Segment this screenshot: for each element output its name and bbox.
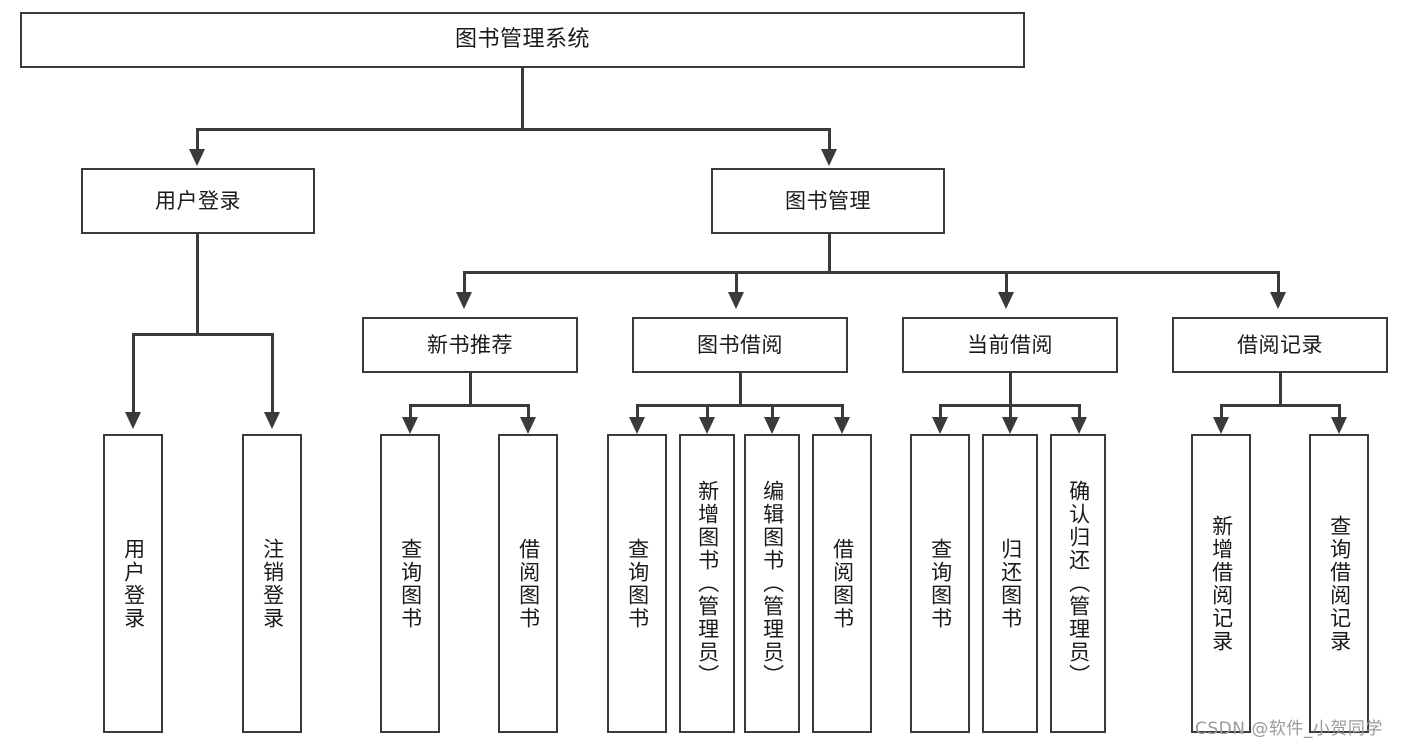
edge-drop-new-book	[463, 271, 466, 294]
arrow-nb-leaf-1	[402, 417, 418, 434]
edge-drop-bb-leaf-3	[771, 404, 774, 419]
edge-drop-borrow-record	[1277, 271, 1280, 294]
leaf-bb-edit-book-admin[interactable]: 编辑图书（管理员）	[744, 434, 800, 733]
edge-drop-leaf-logout	[271, 333, 274, 414]
node-root-book-management-system[interactable]: 图书管理系统	[20, 12, 1025, 68]
edge-bus-level3	[464, 271, 1279, 274]
arrow-current-borrow	[998, 292, 1014, 309]
arrow-cb-leaf-2	[1002, 417, 1018, 434]
edge-drop-nb-leaf-2	[527, 404, 530, 419]
leaf-br-add-record[interactable]: 新增借阅记录	[1191, 434, 1251, 733]
node-label: 新书推荐	[427, 332, 513, 357]
arrow-user-login	[189, 149, 205, 166]
leaf-label: 用户登录	[121, 537, 146, 630]
arrow-bb-leaf-4	[834, 417, 850, 434]
edge-book-management-stem	[828, 234, 831, 273]
leaf-bb-add-book-admin[interactable]: 新增图书（管理员）	[679, 434, 735, 733]
edge-current-borrow-stem	[1009, 373, 1012, 406]
edge-new-book-stem	[469, 373, 472, 406]
node-book-management[interactable]: 图书管理	[711, 168, 945, 234]
node-user-login[interactable]: 用户登录	[81, 168, 315, 234]
node-label: 用户登录	[155, 188, 241, 213]
leaf-bb-borrow-book[interactable]: 借阅图书	[812, 434, 872, 733]
node-borrow-record[interactable]: 借阅记录	[1172, 317, 1388, 373]
leaf-label: 查询图书	[625, 537, 650, 630]
edge-bus-level2	[197, 128, 831, 131]
leaf-label: 编辑图书（管理员）	[760, 480, 785, 687]
edge-drop-bb-leaf-4	[841, 404, 844, 419]
edge-drop-user-login	[196, 128, 199, 151]
leaf-label: 新增图书（管理员）	[695, 480, 720, 687]
edge-drop-bb-leaf-2	[706, 404, 709, 419]
edge-user-login-stem	[196, 234, 199, 335]
edge-bus-book-borrow-leaves	[637, 404, 843, 407]
node-label: 图书管理系统	[454, 27, 590, 53]
arrow-leaf-user-login	[125, 412, 141, 429]
leaf-label: 新增借阅记录	[1209, 514, 1234, 653]
leaf-br-query-record[interactable]: 查询借阅记录	[1309, 434, 1369, 733]
arrow-bb-leaf-2	[699, 417, 715, 434]
leaf-label: 注销登录	[260, 537, 285, 630]
edge-root-stem	[521, 68, 524, 129]
leaf-label: 借阅图书	[830, 537, 855, 630]
leaf-bb-query-book[interactable]: 查询图书	[607, 434, 667, 733]
arrow-br-leaf-1	[1213, 417, 1229, 434]
edge-drop-current-borrow	[1005, 271, 1008, 294]
arrow-borrow-record	[1270, 292, 1286, 309]
edge-book-borrow-stem	[739, 373, 742, 406]
edge-drop-book-management	[828, 128, 831, 151]
arrow-new-book	[456, 292, 472, 309]
arrow-nb-leaf-2	[520, 417, 536, 434]
edge-drop-cb-leaf-3	[1078, 404, 1081, 419]
node-new-book-recommend[interactable]: 新书推荐	[362, 317, 578, 373]
arrow-cb-leaf-3	[1071, 417, 1087, 434]
leaf-cb-confirm-return-admin[interactable]: 确认归还（管理员）	[1050, 434, 1106, 733]
edge-borrow-record-stem	[1279, 373, 1282, 406]
arrow-bb-leaf-3	[764, 417, 780, 434]
leaf-label: 查询图书	[928, 537, 953, 630]
node-label: 借阅记录	[1237, 332, 1323, 357]
leaf-label: 查询借阅记录	[1327, 514, 1352, 653]
edge-drop-bb-leaf-1	[636, 404, 639, 419]
leaf-label: 归还图书	[998, 537, 1023, 630]
node-label: 当前借阅	[967, 332, 1053, 357]
watermark-text: CSDN @软件_小贺同学	[1195, 719, 1383, 739]
arrow-bb-leaf-1	[629, 417, 645, 434]
edge-drop-cb-leaf-2	[1009, 404, 1012, 419]
edge-bus-new-book-leaves	[410, 404, 529, 407]
node-book-borrow[interactable]: 图书借阅	[632, 317, 848, 373]
leaf-logout[interactable]: 注销登录	[242, 434, 302, 733]
arrow-leaf-logout	[264, 412, 280, 429]
edge-drop-cb-leaf-1	[939, 404, 942, 419]
arrow-cb-leaf-1	[932, 417, 948, 434]
node-current-borrow[interactable]: 当前借阅	[902, 317, 1118, 373]
arrow-book-borrow	[728, 292, 744, 309]
edge-drop-br-leaf-2	[1338, 404, 1341, 419]
edge-drop-br-leaf-1	[1220, 404, 1223, 419]
edge-drop-book-borrow	[735, 271, 738, 294]
edge-drop-nb-leaf-1	[409, 404, 412, 419]
leaf-nb-query-book[interactable]: 查询图书	[380, 434, 440, 733]
arrow-br-leaf-2	[1331, 417, 1347, 434]
node-label: 图书借阅	[697, 332, 783, 357]
node-label: 图书管理	[785, 188, 871, 213]
leaf-cb-return-book[interactable]: 归还图书	[982, 434, 1038, 733]
edge-drop-leaf-user-login	[132, 333, 135, 414]
leaf-label: 借阅图书	[516, 537, 541, 630]
edge-bus-borrow-record-leaves	[1221, 404, 1340, 407]
leaf-nb-borrow-book[interactable]: 借阅图书	[498, 434, 558, 733]
arrow-book-management	[821, 149, 837, 166]
leaf-user-login[interactable]: 用户登录	[103, 434, 163, 733]
leaf-label: 查询图书	[398, 537, 423, 630]
leaf-label: 确认归还（管理员）	[1066, 480, 1091, 687]
edge-bus-user-login-leaves	[133, 333, 273, 336]
leaf-cb-query-book[interactable]: 查询图书	[910, 434, 970, 733]
